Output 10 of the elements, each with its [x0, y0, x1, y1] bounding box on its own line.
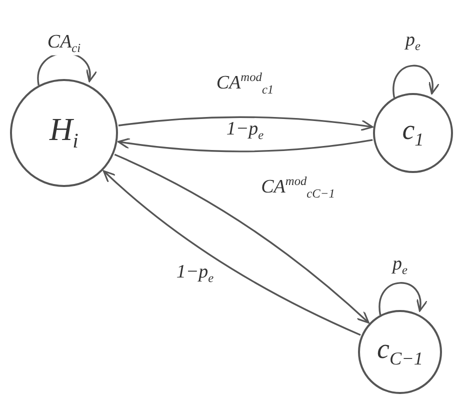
- arrow: [118, 138, 373, 152]
- state-label: c$_{C−1}$: [377, 336, 423, 368]
- edge-label: CA$_{ci}$: [45, 32, 83, 56]
- self-loop-arrow: [392, 64, 439, 98]
- arrow: [114, 154, 370, 324]
- arrow: [102, 170, 361, 336]
- state-label: H$_{i}$: [50, 113, 78, 153]
- arrow: [118, 116, 374, 132]
- self-loop-arrow: [378, 282, 426, 315]
- state-label: c$_{1}$: [402, 117, 424, 149]
